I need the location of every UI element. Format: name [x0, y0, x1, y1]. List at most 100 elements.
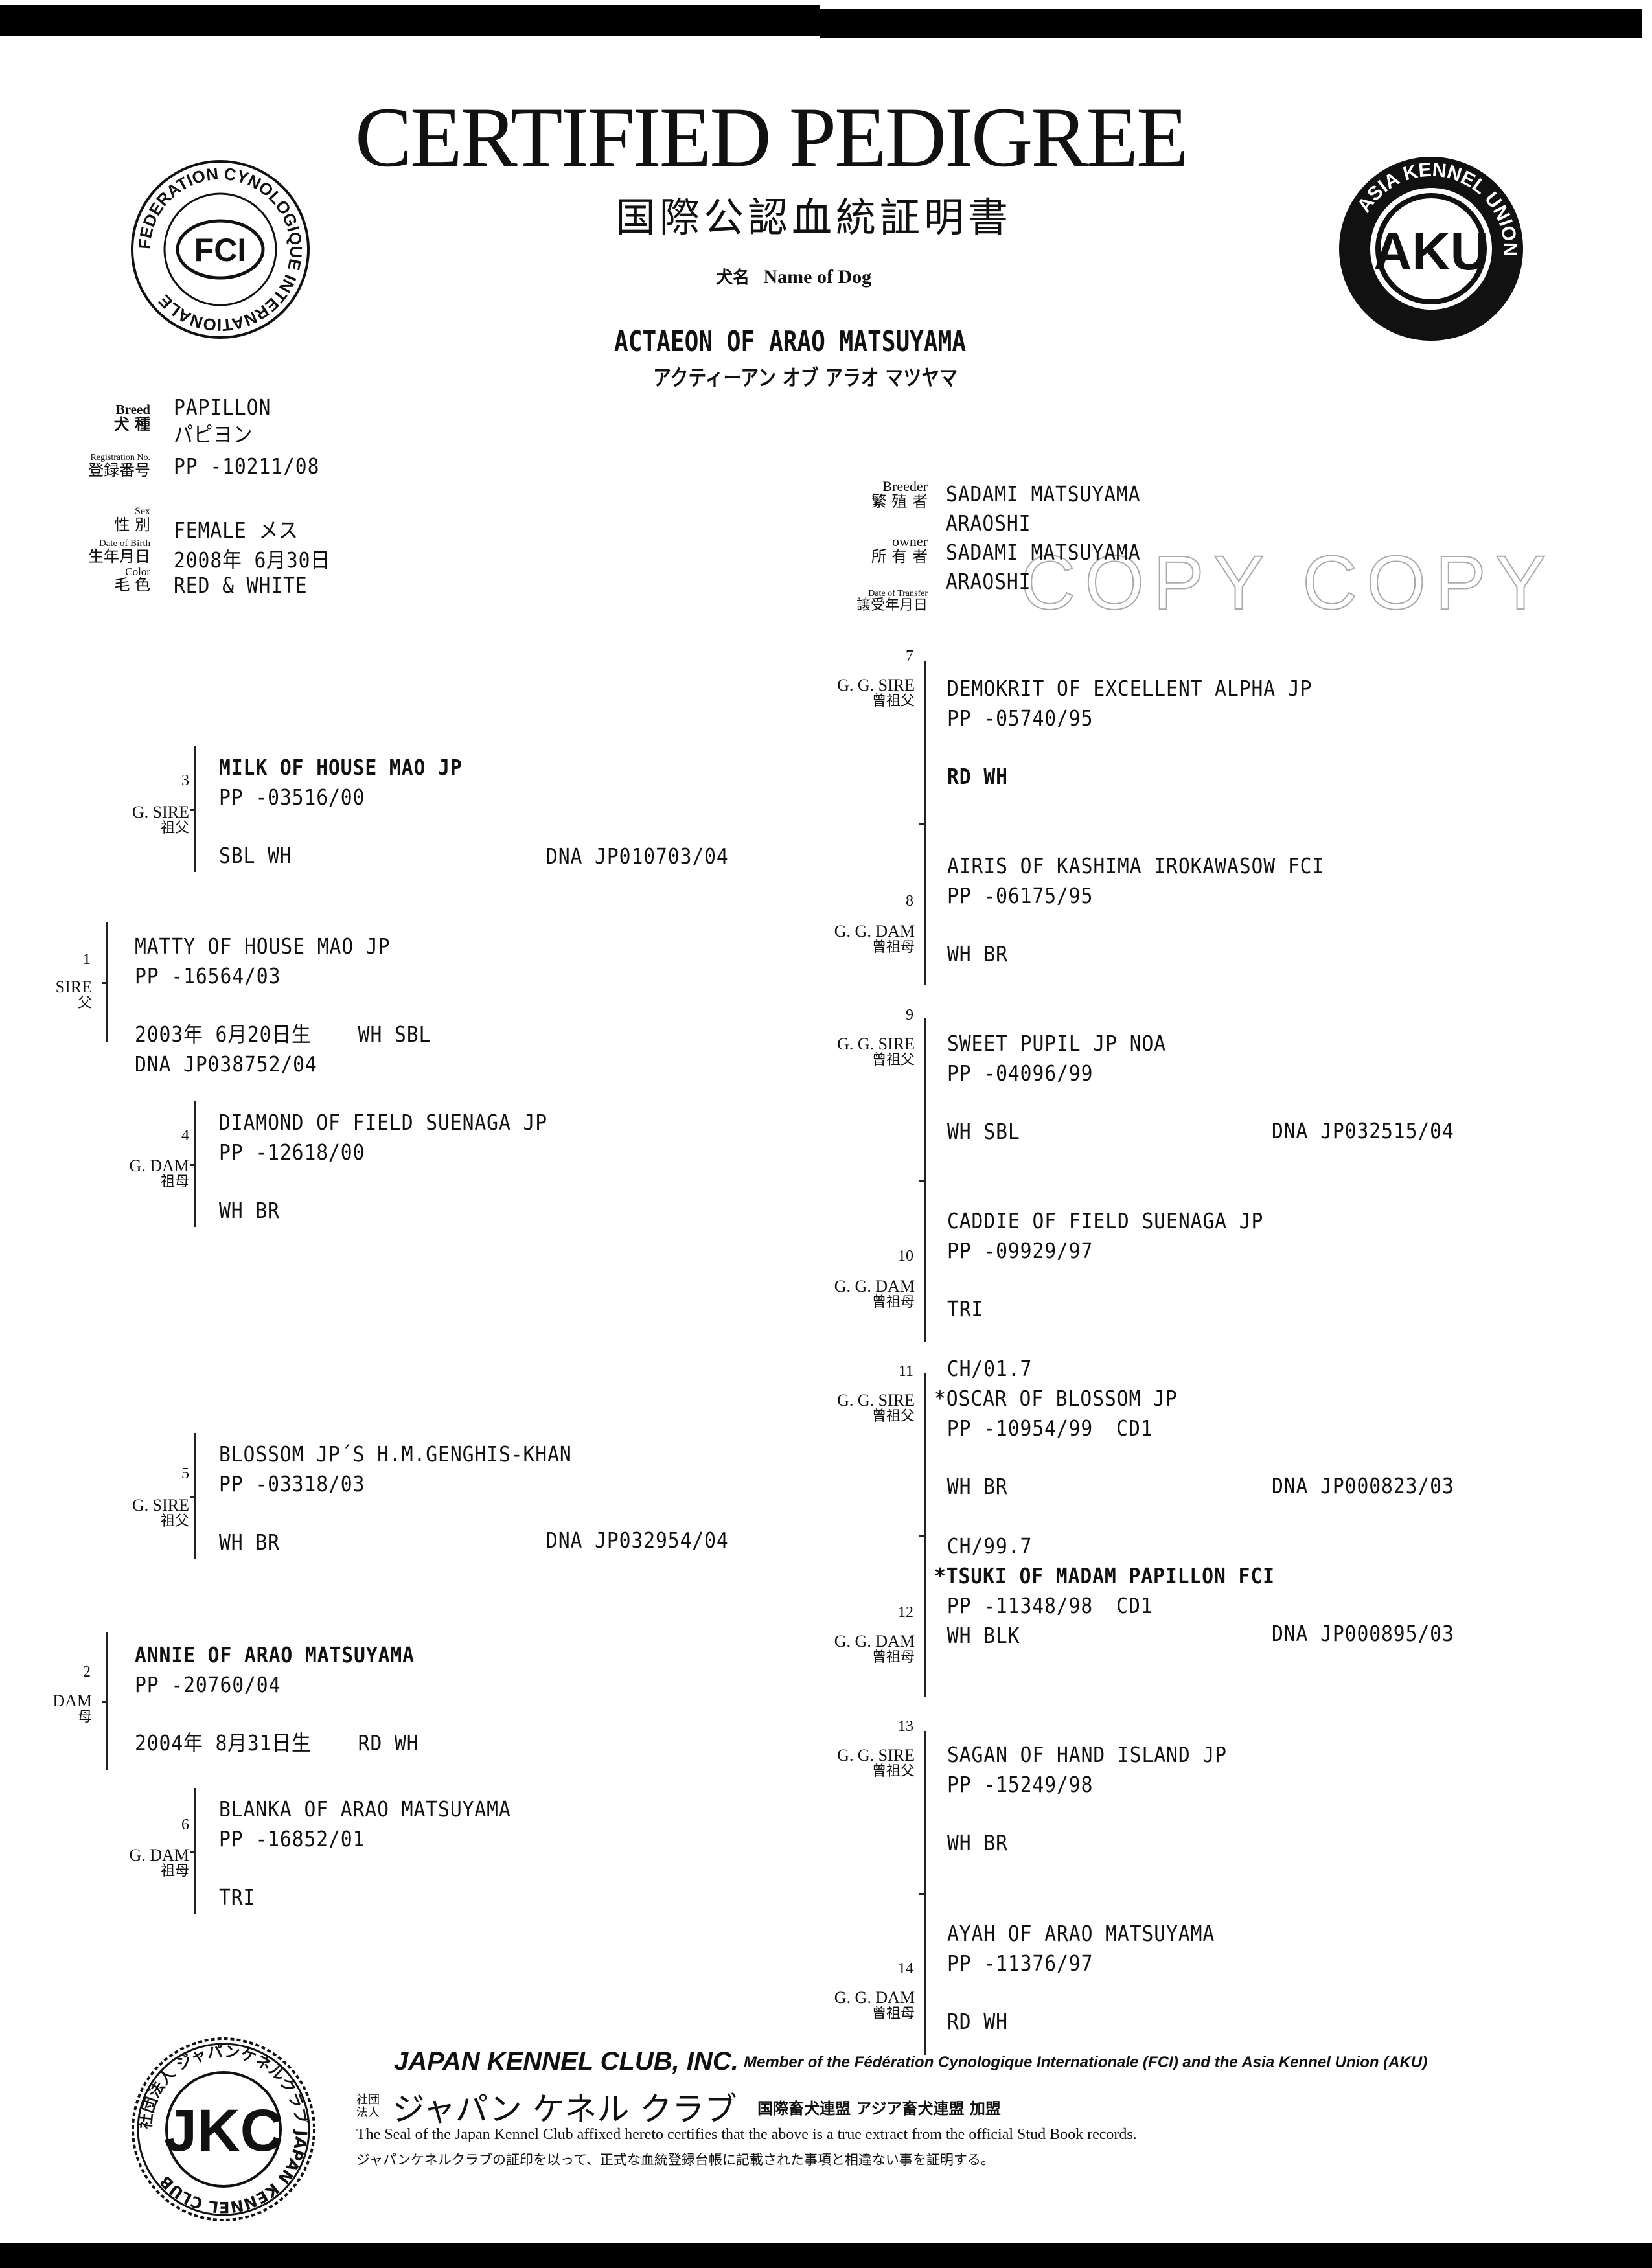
gdam-4-name: DIAMOND OF FIELD SUENAGA JP: [219, 1110, 548, 1135]
ggsire-13-name: SAGAN OF HAND ISLAND JP: [947, 1742, 1227, 1767]
ggsire-11-title: CH/01.7: [946, 1356, 1033, 1381]
gdam-6-color: TRI: [219, 1884, 256, 1910]
ggsire-7-name: DEMOKRIT OF EXCELLENT ALPHA JP: [947, 676, 1313, 701]
ggsire-11-entry: CH/01.7 *OSCAR OF BLOSSOM JP PP -10954/9…: [934, 1354, 1178, 1502]
gsire-3-dna: DNA JP010703/04: [546, 843, 729, 869]
dam-name: ANNIE OF ARAO MATSUYAMA: [135, 1642, 415, 1667]
ggdam-8-color: WH BR: [947, 941, 1008, 967]
ggdam-8-label-jp: 曾祖母: [871, 939, 915, 956]
gdam-6-label-jp: 祖母: [160, 1863, 189, 1880]
ggdam-8-number: 8: [906, 893, 913, 910]
dam-brace: [102, 1632, 108, 1770]
ggdam-10-entry: CADDIE OF FIELD SUENAGA JP PP -09929/97 …: [947, 1206, 1263, 1324]
breeder-label-en: Breeder: [882, 478, 928, 494]
sire-number: 1: [83, 951, 91, 968]
owner-name: SADAMI MATSUYAMA: [946, 540, 1141, 565]
breed-en: PAPILLON: [174, 395, 271, 420]
ggsire-13-entry: SAGAN OF HAND ISLAND JP PP -15249/98 WH …: [947, 1740, 1227, 1858]
breed-label: Breed 犬 種: [91, 403, 150, 432]
ggsire-9-dna: DNA JP032515/04: [1272, 1118, 1454, 1143]
ggsire-11-color: WH BR: [946, 1474, 1008, 1499]
ggdam-12-label-en: G. G. DAM: [834, 1632, 915, 1651]
gsire-5-dna: DNA JP032954/04: [546, 1528, 729, 1553]
ggdam-8-reg: PP -06175/95: [947, 883, 1094, 908]
ggsire-11-label-jp: 曾祖父: [871, 1408, 915, 1425]
breeder-value: SADAMI MATSUYAMA ARAOSHI: [946, 479, 1141, 538]
ggsire-13-brace: [919, 1731, 926, 2055]
sire-label-en: SIRE: [55, 978, 92, 996]
sire-brace: [102, 922, 108, 1042]
ggdam-12-name: *TSUKI OF MADAM PAPILLON FCI: [934, 1563, 1275, 1588]
sire-label: SIRE 父: [39, 978, 92, 1011]
gsire-3-reg: PP -03516/00: [219, 785, 365, 810]
dob-label: Date of Birth 生年月日: [84, 538, 150, 565]
gdam-4-reg: PP -12618/00: [219, 1140, 365, 1165]
ggsire-7-number: 7: [906, 648, 913, 665]
sire-dna: DNA JP038752/04: [135, 1051, 317, 1077]
gdam-6-reg: PP -16852/01: [219, 1826, 365, 1851]
ggdam-12-cd: CD1: [1116, 1593, 1153, 1618]
gdam-6-name: BLANKA OF ARAO MATSUYAMA: [219, 1796, 511, 1822]
color-label: Color 毛 色: [91, 566, 150, 593]
gdam-6-brace: [190, 1788, 196, 1914]
gsire-3-label-jp: 祖父: [160, 820, 189, 837]
breed-jp: パピヨン: [174, 422, 253, 447]
gsire-3-entry: MILK OF HOUSE MAO JP PP -03516/00 SBL WH: [219, 753, 463, 871]
footer-member-jp: 国際畜犬連盟 アジア畜犬連盟 加盟: [757, 2099, 1001, 2118]
ggdam-10-label: G. G. DAM 曾祖母: [818, 1277, 915, 1311]
ggdam-14-color: RD WH: [947, 2009, 1008, 2034]
ggdam-12-title: CH/99.7: [946, 1533, 1033, 1559]
owner-label-en: owner: [892, 533, 928, 549]
sire-entry: MATTY OF HOUSE MAO JP PP -16564/03 2003年…: [135, 932, 431, 1079]
name-of-dog-label: 犬名 Name of Dog: [716, 264, 871, 288]
transfer-label-en: Date of Transfer: [868, 589, 928, 599]
ggdam-10-name: CADDIE OF FIELD SUENAGA JP: [947, 1208, 1264, 1233]
dam-reg: PP -20760/04: [135, 1672, 281, 1697]
jkc-center-text: JKC: [164, 2098, 283, 2164]
ggsire-9-reg: PP -04096/99: [947, 1060, 1094, 1086]
color-label-jp: 毛 色: [114, 576, 150, 594]
ggdam-12-entry: CH/99.7 *TSUKI OF MADAM PAPILLON FCI PP …: [934, 1531, 1275, 1651]
ggdam-14-label-en: G. G. DAM: [834, 1988, 915, 2007]
sire-color: WH SBL: [358, 1022, 431, 1047]
ggdam-14-entry: AYAH OF ARAO MATSUYAMA PP -11376/97 RD W…: [947, 1919, 1215, 2037]
ggsire-13-color: WH BR: [947, 1830, 1008, 1855]
dam-label-jp: 母: [77, 1709, 92, 1726]
gdam-4-entry: DIAMOND OF FIELD SUENAGA JP PP -12618/00…: [219, 1108, 547, 1226]
ggsire-11-label-en: G. G. SIRE: [837, 1391, 915, 1410]
ggdam-14-number: 14: [898, 1960, 913, 1977]
dam-color: RD WH: [358, 1730, 419, 1756]
ggsire-13-label: G. G. SIRE 曾祖父: [818, 1747, 915, 1780]
gsire-5-number: 5: [181, 1465, 189, 1482]
top-border-bar-right: [820, 9, 1642, 38]
ggdam-12-reg: PP -11348/98: [946, 1593, 1094, 1618]
ggdam-8-label: G. G. DAM 曾祖母: [818, 922, 915, 956]
fci-center-text: FCI: [194, 232, 247, 268]
ggsire-11-label: G. G. SIRE 曾祖父: [818, 1391, 915, 1425]
gsire-3-name: MILK OF HOUSE MAO JP: [219, 755, 463, 780]
dog-name-kana: アクティーアン オブ アラオ マツヤマ: [653, 365, 958, 391]
ggsire-9-name: SWEET PUPIL JP NOA: [947, 1031, 1167, 1056]
dob-label-en: Date of Birth: [98, 538, 150, 549]
ggsire-9-label-en: G. G. SIRE: [837, 1035, 915, 1053]
owner-city: ARAOSHI: [946, 569, 1031, 594]
ggsire-7-label-en: G. G. SIRE: [837, 676, 915, 694]
ggdam-12-number: 12: [898, 1604, 913, 1621]
registration-label: Registration No. 登録番号: [78, 453, 150, 479]
gdam-4-label-jp: 祖母: [160, 1174, 189, 1191]
ggsire-9-entry: SWEET PUPIL JP NOA PP -04096/99 WH SBL: [947, 1029, 1166, 1147]
ggdam-12-color: WH BLK: [946, 1623, 1020, 1648]
dam-label: DAM 母: [39, 1692, 92, 1726]
ggdam-14-reg: PP -11376/97: [947, 1951, 1094, 1976]
gsire-5-name: BLOSSOM JP´S H.M.GENGHIS-KHAN: [219, 1441, 572, 1467]
owner-label: owner 所 有 者: [842, 533, 928, 565]
ggdam-14-label-jp: 曾祖母: [871, 2006, 915, 2022]
gsire-5-color: WH BR: [219, 1529, 280, 1555]
footer-cert-text: The Seal of the Japan Kennel Club affixe…: [356, 2126, 1137, 2143]
ggsire-9-label: G. G. SIRE 曾祖父: [818, 1035, 915, 1068]
top-border-bar: [0, 5, 820, 36]
ggsire-7-entry: DEMOKRIT OF EXCELLENT ALPHA JP PP -05740…: [947, 674, 1312, 792]
sex-value: FEMALE メス: [174, 518, 299, 543]
breed-value: PAPILLON パピヨン: [174, 394, 271, 448]
ggdam-10-number: 10: [898, 1248, 913, 1265]
